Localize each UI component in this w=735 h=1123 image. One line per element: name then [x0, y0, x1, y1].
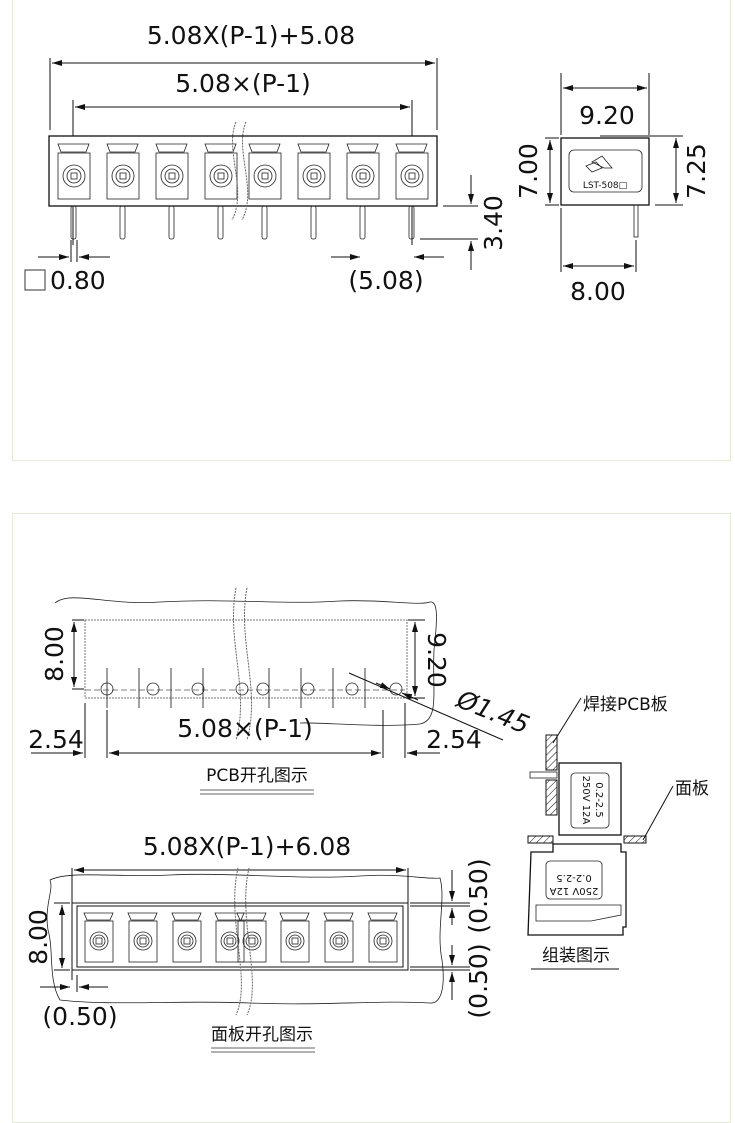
cutout-height-label: 8.00: [24, 909, 53, 965]
top-drawing-panel: [12, 0, 731, 461]
pin-size-label: 0.80: [50, 266, 106, 295]
cutout-length-label: 5.08X(P-1)+6.08: [143, 832, 351, 861]
pitch-span-label: 5.08×(P-1): [175, 69, 311, 98]
side-label-text: LST-508□: [583, 181, 627, 191]
cutout-gap-bottom-label: (0.50): [464, 943, 493, 1018]
pcb-caption: PCB开孔图示: [206, 766, 308, 786]
front-view: 5.08X(P-1)+5.08 5.08×(P-1): [24, 21, 508, 295]
pcb-height-label: 8.00: [40, 626, 69, 682]
assembly-rating-2: 0.2-2.5: [593, 782, 604, 817]
callout-pcb-label: 焊接PCB板: [583, 695, 668, 715]
side-width-top-label: 9.20: [579, 101, 635, 130]
pcb-depth-label: 9.20: [422, 632, 451, 688]
side-height-left-label: 7.00: [514, 143, 543, 199]
cutout-gap-top-label: (0.50): [464, 858, 493, 933]
pin-pitch-label: (5.08): [348, 266, 423, 295]
overall-length-label: 5.08X(P-1)+5.08: [147, 21, 355, 50]
assembly-rating-2-inverted: 0.2-2.5: [556, 872, 591, 883]
side-width-bottom-label: 8.00: [570, 277, 626, 306]
pin-length-label: 3.40: [479, 195, 508, 251]
cutout-gap-left-label: (0.50): [42, 1002, 117, 1031]
cutout-caption: 面板开孔图示: [211, 1025, 313, 1045]
assembly-rating-1-inverted: 250V 12A: [550, 885, 599, 896]
side-height-right-label: 7.25: [682, 143, 711, 199]
callout-panel-label: 面板: [675, 779, 709, 799]
pcb-pitch-span-label: 5.08×(P-1): [177, 714, 313, 743]
assembly-caption: 组装图示: [542, 946, 610, 966]
assembly-rating-1: 250V 12A: [580, 776, 591, 825]
pcb-left-offset-label: 2.54: [28, 725, 84, 754]
pcb-hole-layout: 8.00 9.20 Ø1.45 2.54 5.08×(P-1) 2.54 PCB…: [28, 587, 534, 795]
side-view: 9.20 LST-508□ 7.00 7.25 8.00: [514, 73, 711, 306]
assembly-view: 250V 12A 0.2-2.5 0.2-2.5 250V 12A 焊接PCB板…: [527, 695, 709, 970]
pcb-right-offset-label: 2.54: [426, 725, 482, 754]
panel-cutout-view: 5.08X(P-1)+6.08 8.00 (0.50): [24, 832, 493, 1053]
